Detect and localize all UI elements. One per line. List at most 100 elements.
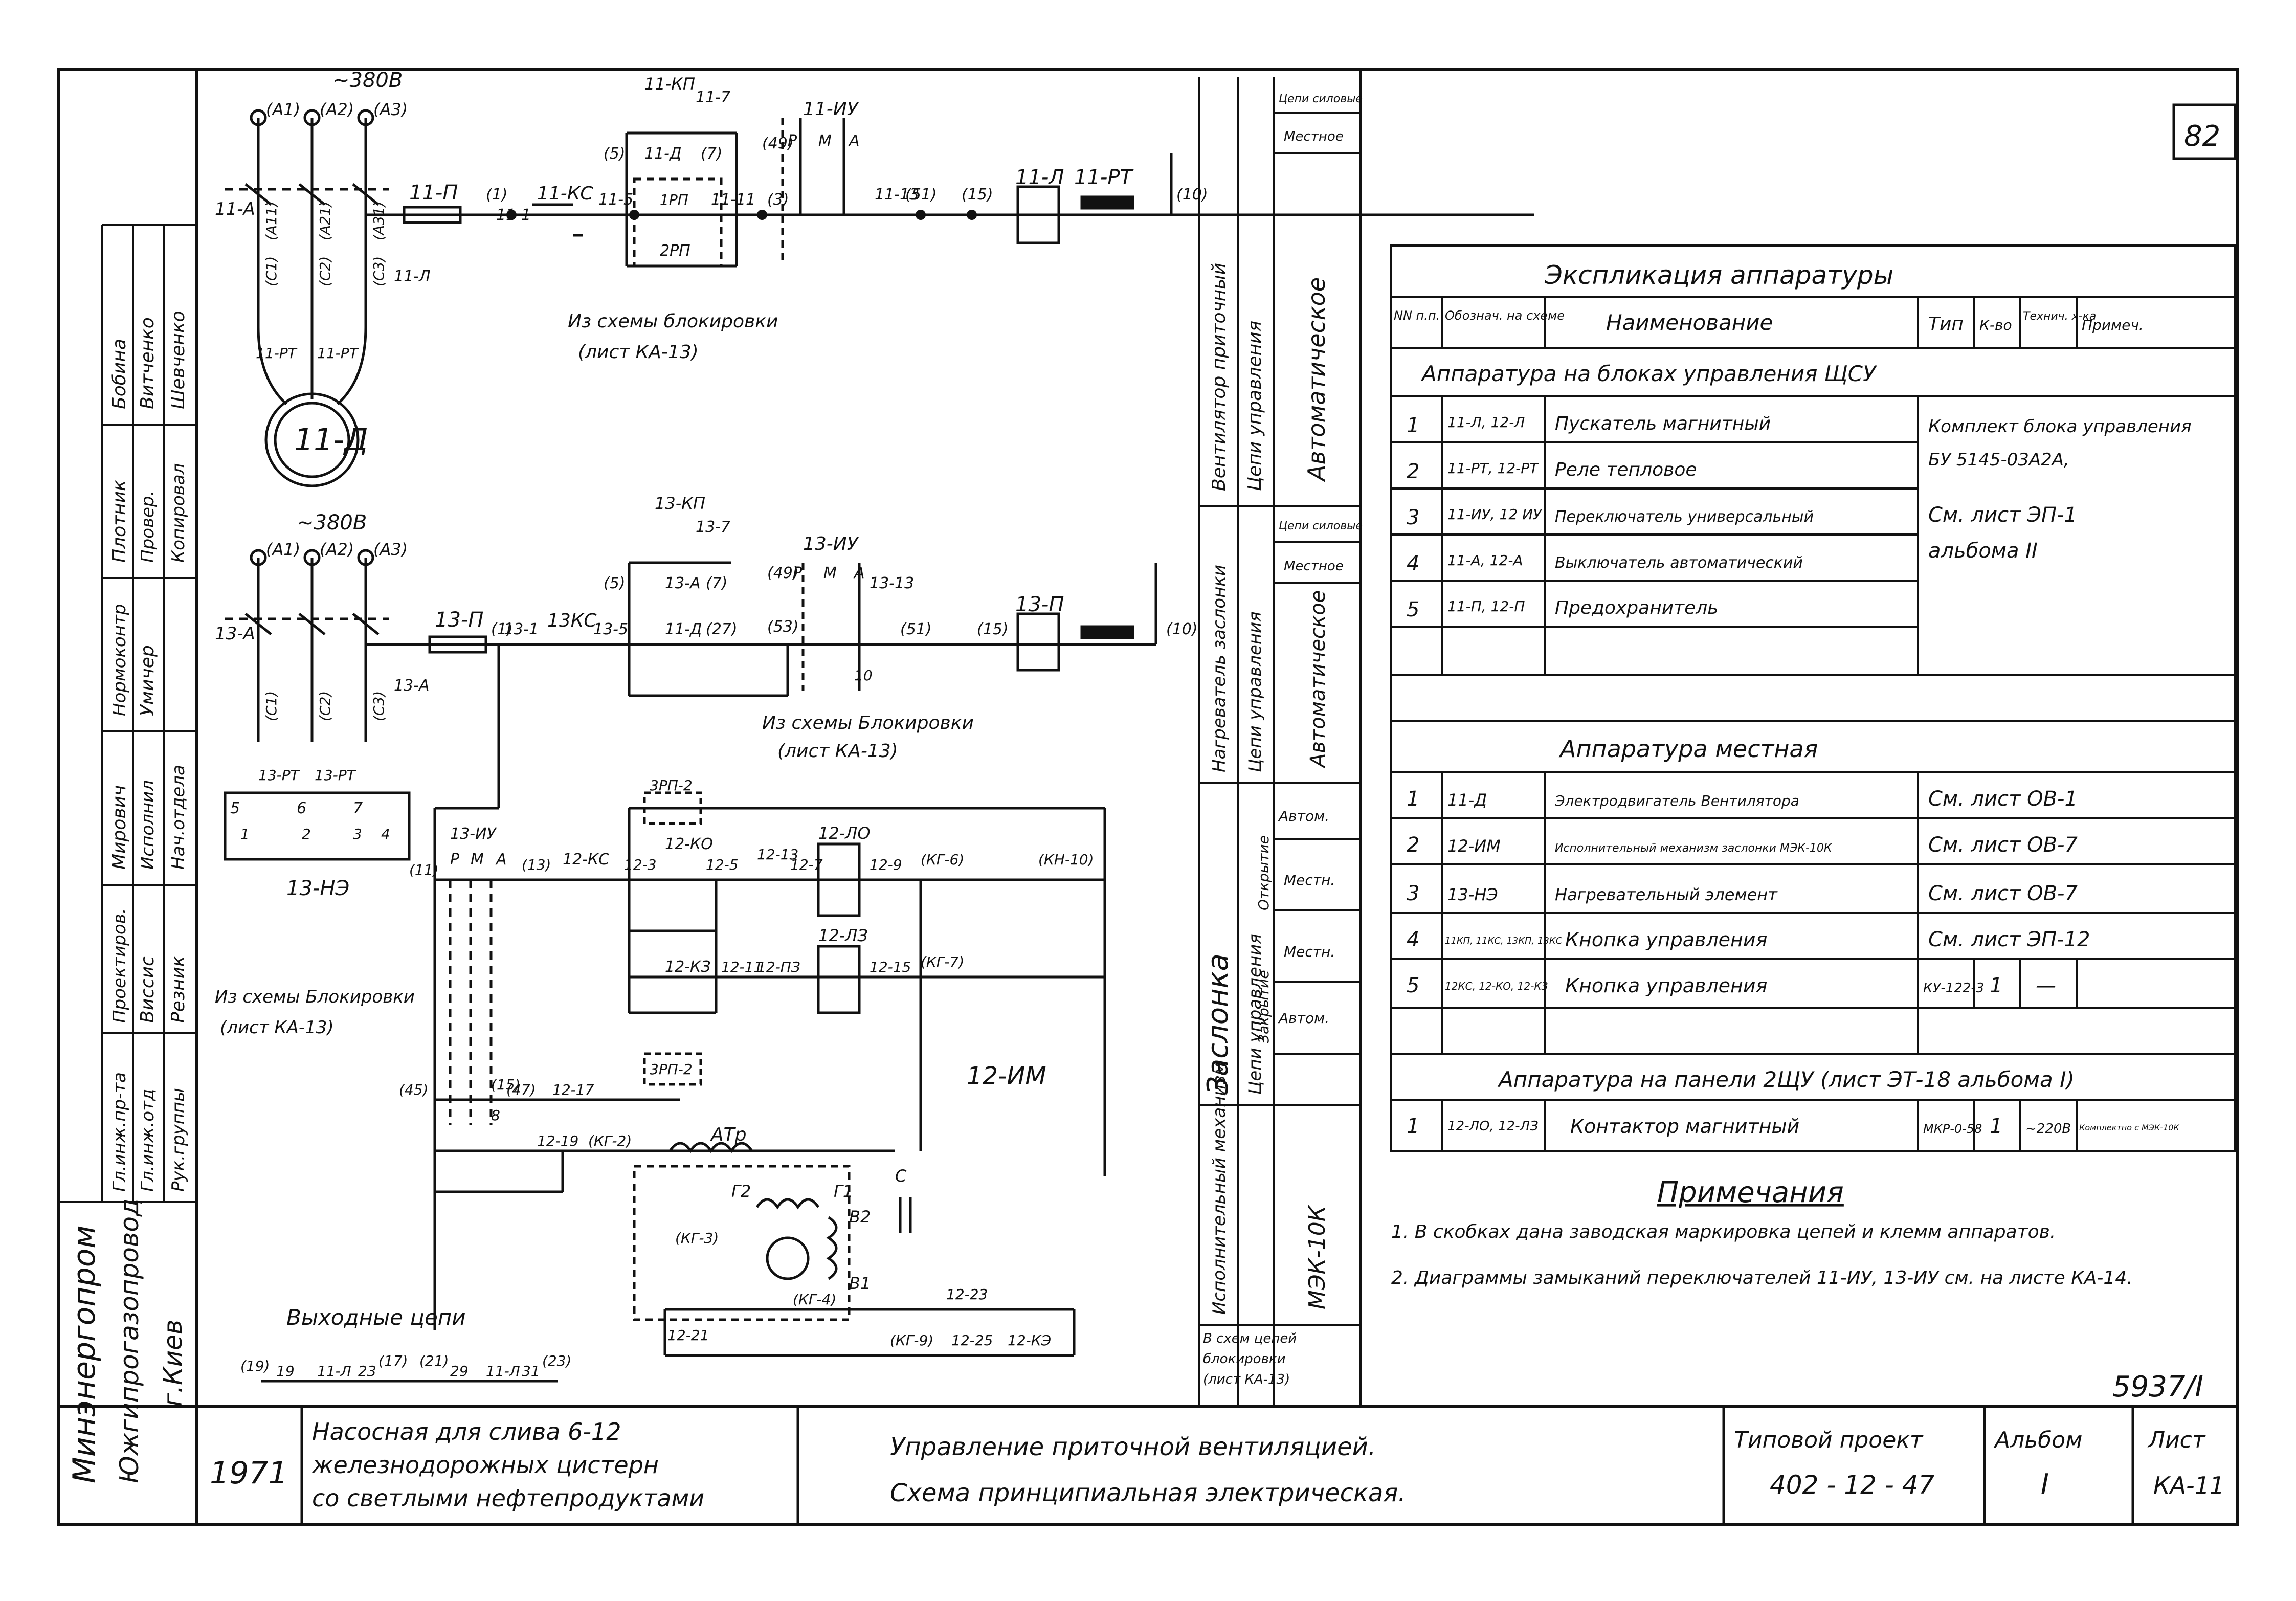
c2-pos-m: М [823,564,837,582]
c3-n12-25: 12-25 [951,1332,993,1349]
spec-g1r1-code: 11-РТ, 12-РТ [1447,460,1539,477]
side-r3-group: Заслонка [1201,953,1235,1095]
c3-n12-15: 12-15 [870,959,911,975]
side-r4-mode: МЭК-10К [1304,1205,1330,1309]
out-w31: 31 [522,1363,540,1380]
side-r4-group: Исполнительный механизм [1209,1062,1230,1315]
spec-g2r0-name: Электродвигатель Вентилятора [1554,792,1799,809]
c2-phase-a3: (A3) [373,540,408,559]
spec-g2r3-code: 11КП, 11КС, 13КП, 13КС [1445,936,1563,946]
c3-n12-7: 12-7 [790,856,823,873]
spec-g1r3-n: 4 [1407,552,1419,575]
spec-g3r0-qty: 1 [1990,1115,2002,1138]
spec-g1r3-code: 11-А, 12-А [1447,552,1523,569]
side-r2-mode: Автоматическое [1306,590,1330,769]
side-r1-sub: Цепи управления [1244,321,1265,491]
c1-ref: Из схемы блокировки [568,311,778,332]
c2-ref-sheet: (лист КА-13) [777,741,898,762]
side-footer-1: блокировки [1203,1351,1286,1367]
spec-g1r4-code: 11-П, 12-П [1447,598,1525,615]
c1-term-a11: (A11) [263,201,280,240]
spec-g2r0-n: 1 [1407,787,1419,811]
c3-pz: 12-ПЗ [757,959,800,975]
spec-g3r0-note: Комплектно с МЭК-10К [2079,1123,2179,1132]
c3-ko: 12-КО [665,835,713,853]
spec-g3r0-tech: ~220В [2025,1121,2071,1137]
left-stamp-text: Минэнергопром Южгипрогазопровод г.Киев Г… [66,310,189,1483]
c1-term-a31: (A31) [370,201,387,240]
c2-term-a: 13-А [394,677,430,695]
spec-g2r4-n: 5 [1407,974,1419,997]
outputs-labels: Выходные цепи (19) 19 11-Л 23 (17) (21) … [240,1305,571,1380]
c2-heater: 13-НЭ [286,877,349,900]
spec-g1-note0: Комплект блока управления [1928,416,2192,437]
spec-g1-title: Аппаратура на блоках управления ЩСУ [1420,361,1877,386]
c2-wire-27: (27) [706,620,738,638]
c2-term-6: 6 [297,799,306,817]
c1-switch: 11-ИУ [803,99,859,120]
c3-ref: Из схемы Блокировки [215,987,415,1007]
spec-g1r1-name: Реле тепловое [1555,459,1697,480]
c2-supply: ~380В [297,511,367,535]
name-6: Плотник [109,480,130,563]
spec-g2r1-type: См. лист ОВ-7 [1928,833,2078,857]
c3-b2: В2 [849,1207,871,1227]
spec-h-note: Примеч. [2082,317,2144,333]
c1-phase-a2: (A2) [320,100,354,119]
c2-term-3: 3 [353,826,362,842]
spec-g3r0-n: 1 [1407,1115,1419,1138]
c2-wire-53: (53) [767,618,799,636]
c1-term-c3: (C3) [370,256,387,286]
circuit-1-nodes [250,109,977,220]
dept-name: Южгипрогазопровод [115,1198,144,1483]
c1-stop: 11-КП [644,74,695,94]
c1-wire-51: (51) [905,186,937,204]
tb-album: I [2041,1468,2049,1500]
c3-n12-9: 12-9 [870,856,902,873]
c2-wire-15: (15) [977,620,1009,638]
c3-wire-13: (13) [522,856,551,873]
c3-c: С [895,1166,907,1186]
c1-node-11-7: 11-7 [696,88,730,106]
tb-drawing-2: Схема принципиальная электрическая. [890,1479,1406,1507]
note-2: 2. Диаграммы замыканий переключателей 11… [1391,1268,2133,1288]
out-l1: 11-Л [317,1363,351,1380]
side-r3-mode2: Местн. [1284,943,1335,960]
name-4: Виссис [137,956,158,1023]
c1-contact-11d: 11-Д [644,145,681,163]
side-footer-2: (лист КА-13) [1203,1372,1290,1387]
c3-actuator: 12-ИМ [967,1062,1046,1091]
c2-term-rt1: 13-РТ [258,767,300,784]
city-name: г.Киев [158,1320,188,1407]
c2-term-4: 4 [381,826,390,842]
spec-g1-note2: См. лист ЭП-1 [1928,503,2077,527]
side-r1-group: Вентилятор приточный [1209,263,1230,491]
c3-wire-11: (11) [409,861,438,878]
c3-ke: 12-КЭ [1008,1332,1051,1349]
spec-h-nn: NN п.п. [1394,308,1440,323]
c2-contact-11d: 11-Д [665,620,702,638]
notes: Примечания 1. В скобках дана заводская м… [1391,1176,2133,1288]
c2-pos-a: А [853,564,865,582]
c3-n12-19: 12-19 [537,1132,578,1149]
c1-relay-1rp: 1РП [660,191,688,208]
spec-title: Экспликация аппаратуры [1544,260,1893,290]
c1-wire-49: (49) [762,135,794,152]
circuit-2-labels: ~380В (A1) (A2) (A3) 13-А 13-П 13КС 13-К… [215,494,1198,900]
name-2: Шевченко [168,310,189,409]
c1-term-a21: (A21) [317,201,333,240]
c3-wire-8: 8 [491,1107,500,1124]
spec-g1r0-n: 1 [1407,414,1419,437]
side-r3-mode3: Автом. [1278,1010,1329,1027]
spec-h-name: Наименование [1606,310,1773,335]
title-block-grid [300,1407,2134,1524]
c1-wire-7: (7) [701,145,723,163]
c3-wire-kg3: (КГ-3) [675,1230,719,1247]
c3-transformer: АТр [710,1124,746,1145]
spec-g1r0-name: Пускатель магнитный [1555,413,1771,434]
c2-button: 13КС [547,610,597,631]
out-w23b: (23) [542,1352,571,1369]
c3-b1: В1 [849,1274,871,1293]
side-r1-top2: Местное [1284,129,1344,144]
c2-breaker: 13-А [215,624,255,644]
